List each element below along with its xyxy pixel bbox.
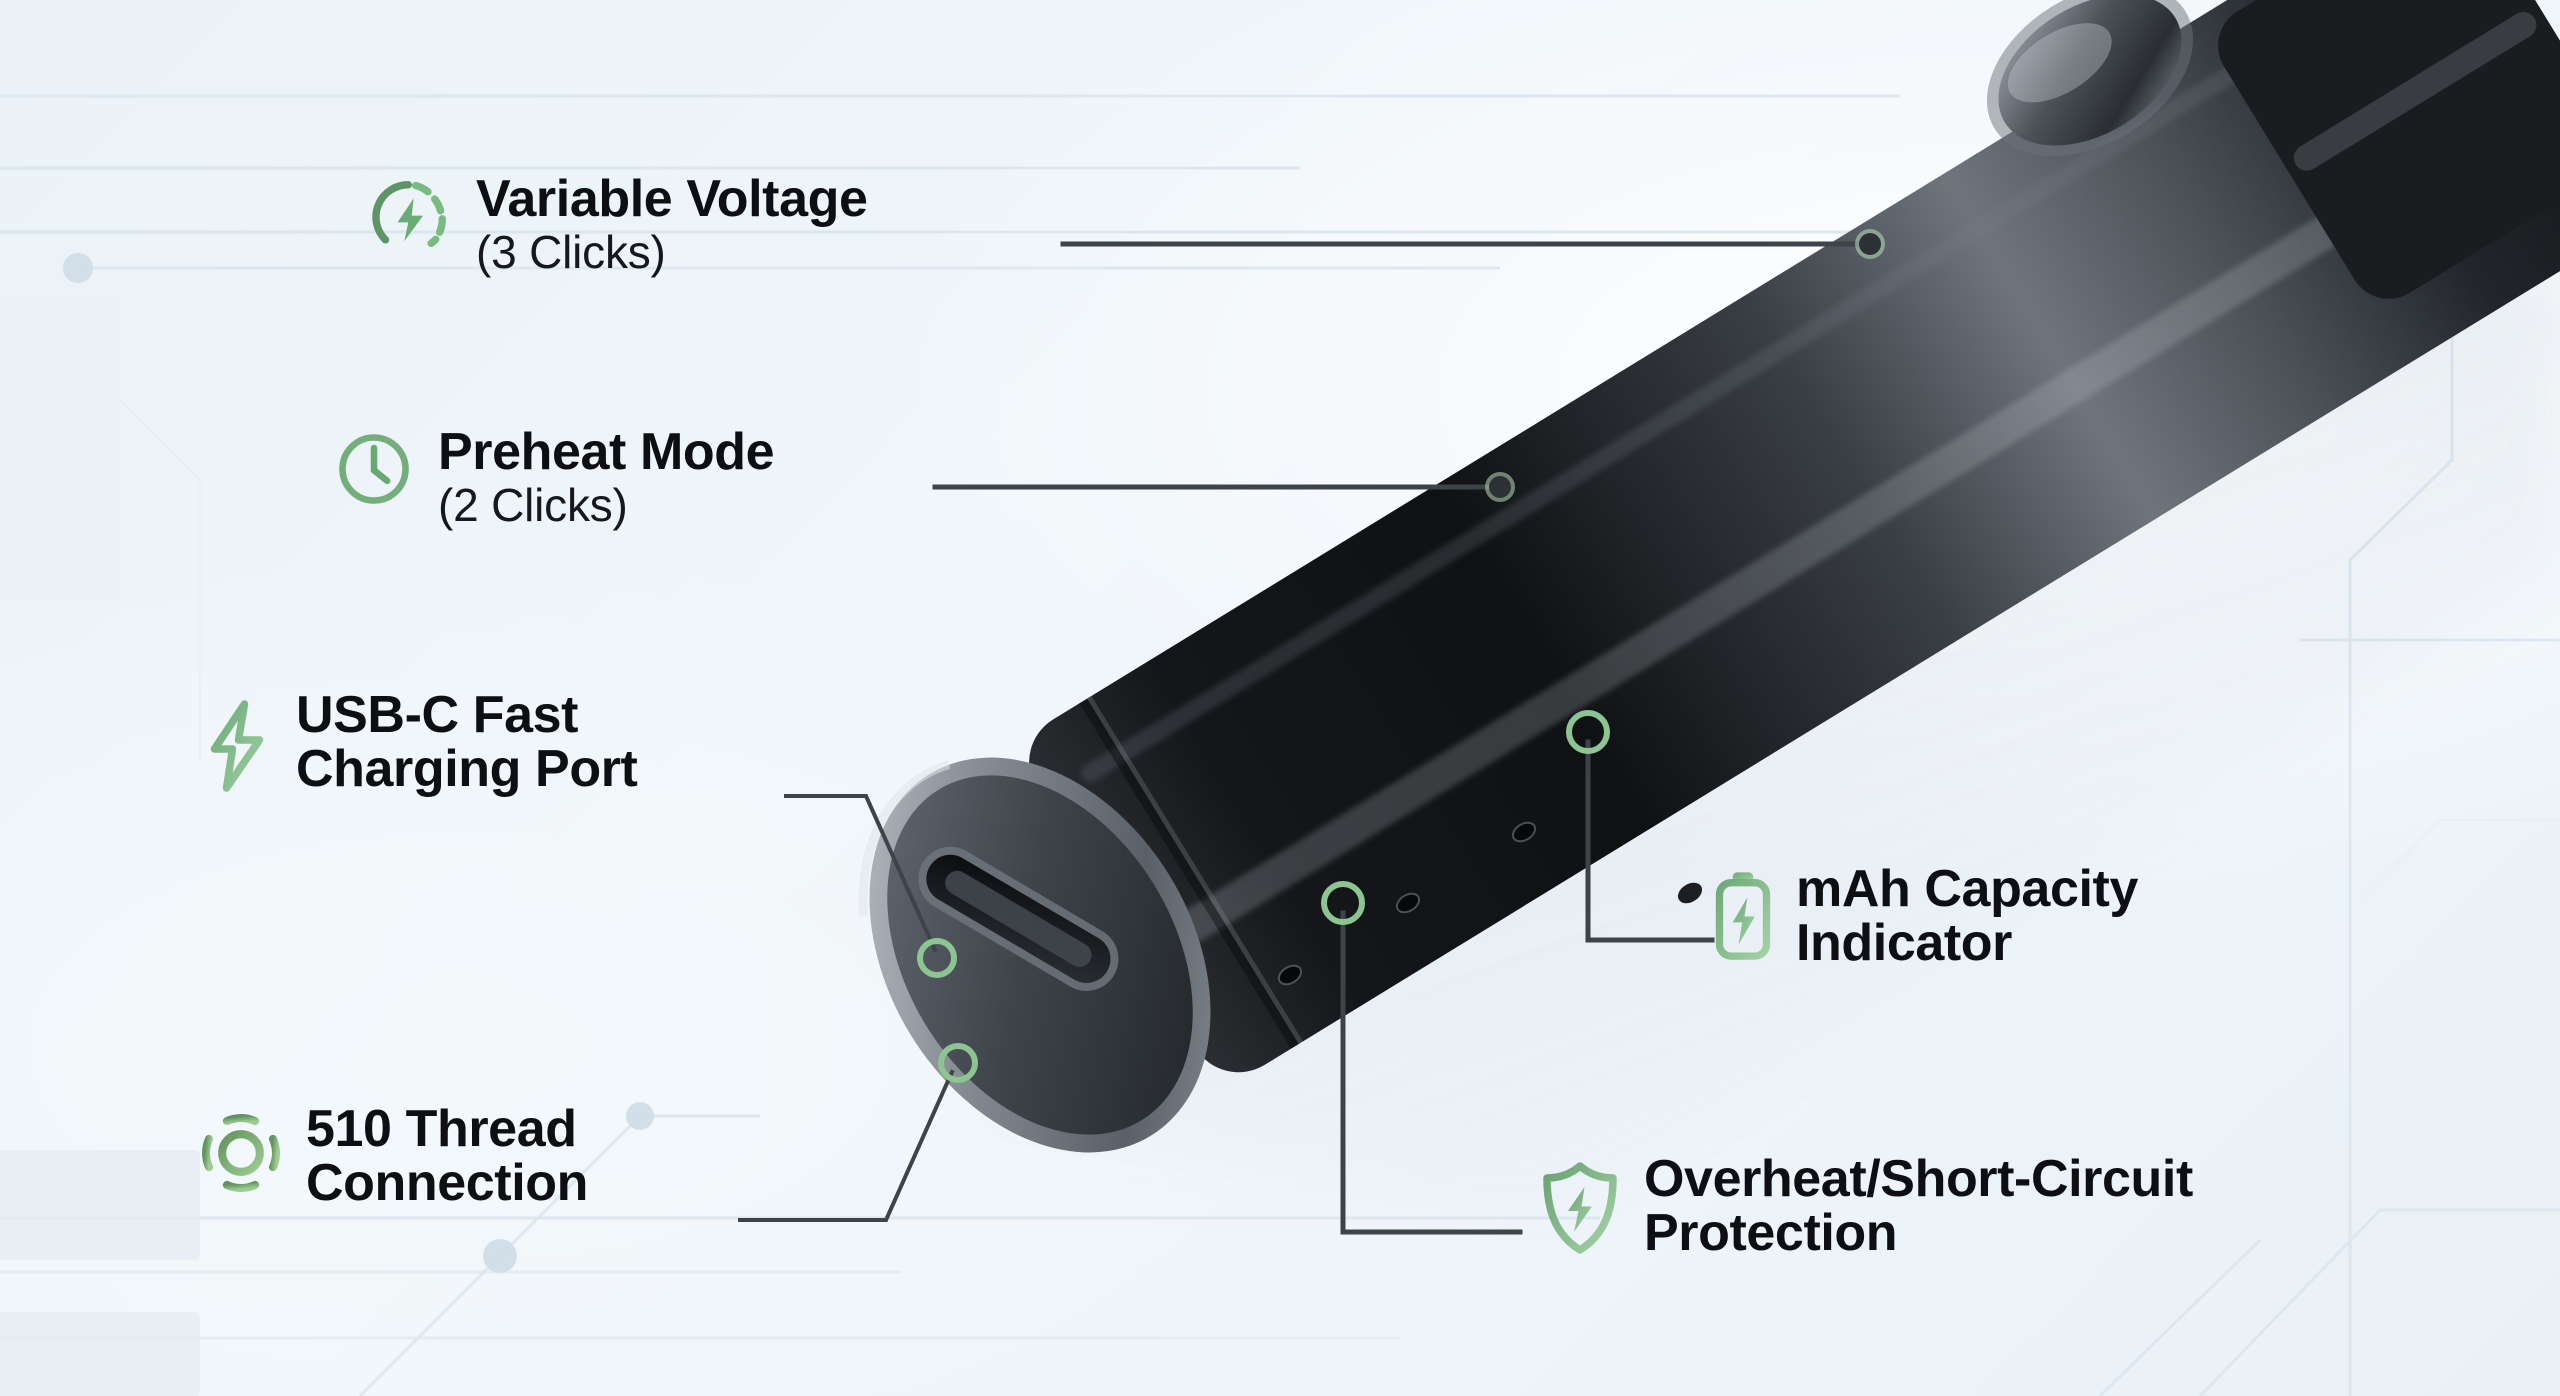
callout-text: USB-C Fast Charging Port bbox=[296, 686, 638, 799]
callout-title: Preheat Mode bbox=[438, 423, 775, 481]
callout-preheat-mode: Preheat Mode (2 Clicks) bbox=[332, 423, 775, 532]
callout-overheat-short-circuit-protection: Overheat/Short-Circuit Protection bbox=[1538, 1152, 2193, 1261]
callout-title-line2: Charging Port bbox=[296, 740, 638, 799]
callout-subtitle: (2 Clicks) bbox=[438, 479, 628, 532]
leader-mah-capacity bbox=[1585, 739, 1715, 943]
marker-filled-dots bbox=[1485, 229, 1885, 502]
callout-text: 510 Thread Connection bbox=[306, 1102, 588, 1210]
callout-subtitle: (3 Clicks) bbox=[476, 226, 666, 279]
callout-title: USB-C Fast bbox=[296, 686, 579, 744]
battery-bolt-icon bbox=[1712, 868, 1774, 967]
callout-text: Overheat/Short-Circuit Protection bbox=[1644, 1152, 2193, 1260]
thread-ring-icon bbox=[198, 1110, 284, 1201]
marker-rings bbox=[917, 710, 1610, 1083]
clock-icon bbox=[332, 427, 416, 516]
callout-title: mAh Capacity bbox=[1796, 860, 2138, 918]
voltage-gauge-icon bbox=[368, 174, 454, 265]
callout-title-line2: Protection bbox=[1644, 1204, 1898, 1263]
callout-text: Variable Voltage (3 Clicks) bbox=[476, 170, 868, 279]
callout-text: Preheat Mode (2 Clicks) bbox=[438, 423, 775, 532]
callout-510-thread-connection: 510 Thread Connection bbox=[198, 1102, 588, 1210]
callout-title: 510 Thread bbox=[306, 1100, 577, 1158]
callout-mah-capacity-indicator: mAh Capacity Indicator bbox=[1712, 862, 2138, 970]
lightning-bolt-icon bbox=[200, 698, 274, 799]
callout-title-line2: Indicator bbox=[1796, 914, 2012, 973]
callout-usb-c-fast-charging-port: USB-C Fast Charging Port bbox=[200, 686, 638, 799]
callout-text: mAh Capacity Indicator bbox=[1796, 862, 2138, 970]
shield-bolt-icon bbox=[1538, 1160, 1622, 1261]
callout-title: Variable Voltage bbox=[476, 170, 868, 228]
callout-title-line2: Connection bbox=[306, 1154, 588, 1213]
leader-510-thread bbox=[738, 1069, 955, 1222]
callout-variable-voltage: Variable Voltage (3 Clicks) bbox=[368, 170, 868, 279]
callout-title: Overheat/Short-Circuit bbox=[1644, 1150, 2193, 1208]
leader-overheat-protection bbox=[1340, 910, 1523, 1235]
leader-usb-c bbox=[784, 794, 938, 953]
